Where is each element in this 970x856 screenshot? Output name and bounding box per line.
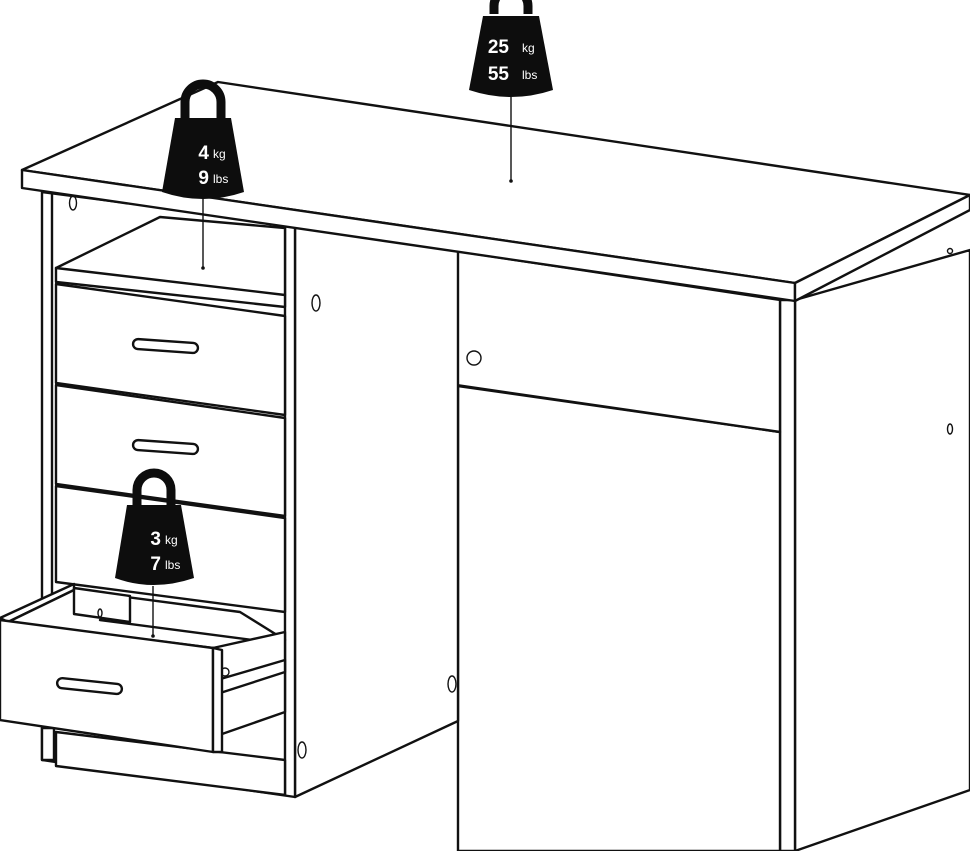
drawer-kg-unit: kg [165,533,178,547]
knee-space-panel [456,384,782,853]
hole-mark [447,675,457,693]
drawer-kg-value: 3 [150,529,161,550]
drawer-2-handle [131,438,200,456]
hole-mark [311,294,321,312]
drawer-lbs-unit: lbs [165,558,180,572]
hole-mark [946,423,954,435]
hole-mark [946,247,954,255]
right-leg-front [778,298,797,853]
center-drawer-knob [466,350,482,366]
weight-icon [162,79,244,199]
open-drawer-handle [55,676,124,696]
leg-foot [40,726,56,762]
drawer-lbs-value: 7 [150,554,161,575]
hole-mark [297,741,307,759]
shelf-lbs-value: 9 [198,168,209,189]
tabletop-lbs-unit: lbs [522,68,537,82]
drawer-1-handle [131,337,200,355]
weight-icon [115,468,194,585]
tabletop-lbs-value: 55 [488,64,510,85]
shelf-kg-unit: kg [213,147,226,161]
open-shelf [54,215,287,309]
hole-mark [97,608,103,618]
drawer-load-marker: 3 kg 7 lbs [115,468,194,636]
shelf-lbs-unit: lbs [213,172,228,186]
drawer-floor-line [98,618,262,643]
shelf-edge [54,266,287,297]
tabletop-kg-value: 25 [488,37,510,58]
tabletop-load-marker: 25 kg 55 lbs [469,0,553,181]
pedestal-side-panel [293,223,460,799]
tabletop-kg-unit: kg [522,41,535,55]
shelf-load-marker: 4 kg 9 lbs [162,79,244,268]
weight-icon [469,0,553,97]
shelf-kg-value: 4 [198,143,209,164]
open-drawer-front-edge [211,646,224,754]
right-leg-side [793,248,970,853]
tabletop-side-edge [793,193,970,303]
open-drawer-back [72,586,132,624]
